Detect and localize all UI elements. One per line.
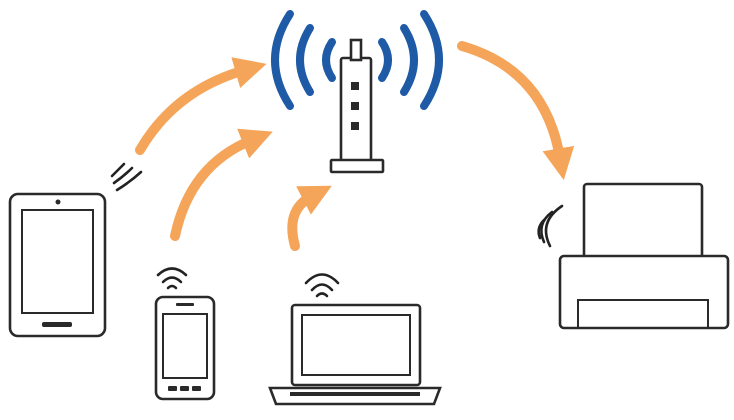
arrow-smartphone-to-router [170,128,273,241]
printer-icon [558,182,730,330]
wireless-router-icon [271,10,443,174]
printer-wifi-signal-icon [537,204,564,248]
arrow-router-to-printer [457,41,575,181]
smartphone-wifi-signal-icon [156,267,188,290]
arrow-tablet-to-router [135,57,267,155]
tablet-wifi-signal-icon [110,162,143,192]
arrow-laptop-to-router [287,185,332,251]
laptop-icon [268,303,442,406]
tablet-icon [8,192,107,338]
smartphone-icon [154,295,216,401]
router-signal-waves [271,10,443,110]
laptop-wifi-signal-icon [304,273,340,298]
